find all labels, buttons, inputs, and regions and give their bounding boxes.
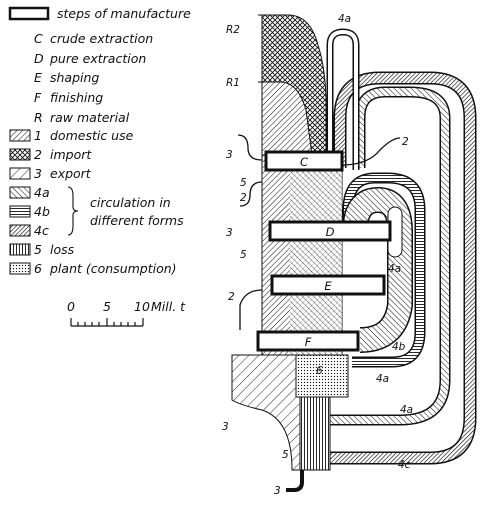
legend-step-label: crude extraction [50,31,153,46]
scale-bar: 0 5 10 Mill. t [67,299,186,327]
legend-step-label: raw material [50,110,130,125]
flow-branch [237,134,263,161]
flow-export-bottom [231,354,301,471]
legend-step-label: pure extraction [49,51,146,66]
flow-label: 3 [226,149,233,161]
flow-label: 2 [228,291,235,303]
scale-tick-label: 10 [134,299,150,314]
legend-swatch-import [9,148,31,161]
flow-label: 2 [402,136,409,148]
legend-step-letter: D [34,51,44,66]
legend-flow-num: 5 [34,242,42,257]
flow-branch [341,137,401,166]
step-label: F [305,335,312,349]
flow-loss-bottom [299,396,331,471]
flow-label: 5 [240,177,247,189]
flow-4c-loop-fill [318,73,475,463]
flow-label: 4b [392,341,406,353]
source-label: R1 [226,77,240,89]
flow-branch [239,289,263,330]
flow-diagram: C D E F R2 R1 4a 2 3 5 2 3 5 4a 2 4b 4a … [222,13,477,497]
legend: steps of manufacture C crude extraction … [8,6,191,276]
legend-swatch-4c [9,224,31,237]
flow-4a-top-loop-inner [328,29,358,170]
step-box-e [270,274,386,296]
legend-flow-num: 4a [34,185,50,200]
step-label: E [324,279,332,293]
legend-flow-label: domestic use [50,128,134,143]
legend-step-label: finishing [50,90,103,105]
legend-flow-num: 4c [34,223,49,238]
legend-circulation-line: circulation in [90,195,171,210]
flow-label: 3 [274,485,281,497]
flow-label: 4a [388,263,401,275]
flow-label: 4a [400,404,413,416]
legend-swatch-plant [9,262,31,275]
legend-swatch-loss [9,243,31,256]
legend-swatch-4b [9,205,31,218]
legend-step-letter: C [34,31,43,46]
source-label: R2 [226,24,240,36]
scale-tick-label: 0 [67,299,75,314]
flow-plant-consumption [295,354,349,398]
flow-label: 5 [282,449,289,461]
flow-label: 5 [240,249,247,261]
step-box-f [256,330,360,352]
flow-label: 4a [376,373,389,385]
legend-step-label: shaping [50,70,99,85]
legend-flow-num: 4b [34,204,50,219]
legend-circulation-line: different forms [90,213,184,228]
flow-4a-loop-fill [330,88,449,424]
legend-swatch-export [9,167,31,180]
flow-label: 2 [240,192,247,204]
flow-branch [239,181,263,207]
legend-swatch-domestic [9,129,31,142]
legend-flow-label: import [50,147,92,162]
legend-step-letter: R [34,110,43,125]
legend-brace [67,186,79,236]
flow-main-trunk-overlay [290,155,342,355]
step-box-c [264,150,344,172]
legend-flow-label: loss [50,242,75,257]
step-label: D [326,225,335,239]
scale-unit: Mill. t [151,299,186,314]
step-label: C [300,155,308,169]
flow-label: 6 [316,365,323,377]
legend-flow-label: export [50,166,92,181]
legend-step-codes: C crude extraction D pure extraction E s… [34,31,153,125]
legend-flow-keys: 1 domestic use 2 import 3 export 4a 4b 4… [9,128,184,276]
scale-tick-label: 5 [103,299,111,314]
legend-steps-swatch [8,6,50,21]
legend-flow-label: plant (consumption) [49,261,177,276]
scale-ruler [70,318,144,327]
legend-flow-num: 3 [34,166,42,181]
legend-swatch-4a [9,186,31,199]
flow-4b-loop-fill [344,174,424,366]
legend-flow-num: 6 [34,261,42,276]
legend-flow-num: 1 [34,128,42,143]
flow-export-tail [286,470,304,492]
flow-label: 3 [222,421,229,433]
flow-label: 4c [398,459,411,471]
legend-flow-num: 2 [34,147,42,162]
legend-steps-label: steps of manufacture [57,6,191,21]
flow-label: 3 [226,227,233,239]
legend-step-letter: E [34,70,42,85]
step-box-d [268,220,392,242]
legend-step-letter: F [34,90,42,105]
flow-label: 4a [338,13,351,25]
